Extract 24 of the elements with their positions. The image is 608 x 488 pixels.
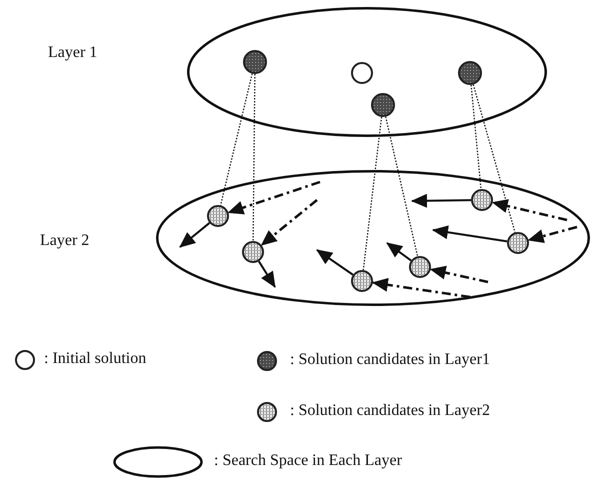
legend-text: : Initial solution	[44, 350, 146, 368]
arrow	[386, 242, 412, 262]
dash-dot-arrow	[528, 226, 578, 243]
layer-label: Layer 2	[40, 232, 90, 250]
dash-dot-arrow	[227, 180, 320, 214]
dash-dot-arrow	[260, 199, 318, 246]
arrow	[179, 222, 210, 248]
dotted-line	[220, 74, 253, 206]
dotted-line	[472, 84, 516, 233]
dash-dot-arrow	[430, 266, 488, 284]
dash-dot-arrow	[372, 278, 470, 298]
legend-text: : Solution candidates in Layer1	[290, 351, 490, 369]
legend-text: : Solution candidates in Layer2	[290, 402, 490, 420]
dotted-line	[362, 116, 382, 270]
arrow	[258, 260, 276, 288]
dash-dot-arrow	[492, 199, 568, 222]
dotted-line	[252, 74, 256, 241]
dotted-line	[385, 116, 418, 256]
legend-text: : Search Space in Each Layer	[214, 452, 402, 470]
layer-label: Layer 1	[48, 44, 98, 62]
dotted-line	[470, 84, 482, 190]
arrow	[411, 194, 472, 208]
arrow	[316, 249, 354, 276]
arrow	[432, 225, 508, 242]
